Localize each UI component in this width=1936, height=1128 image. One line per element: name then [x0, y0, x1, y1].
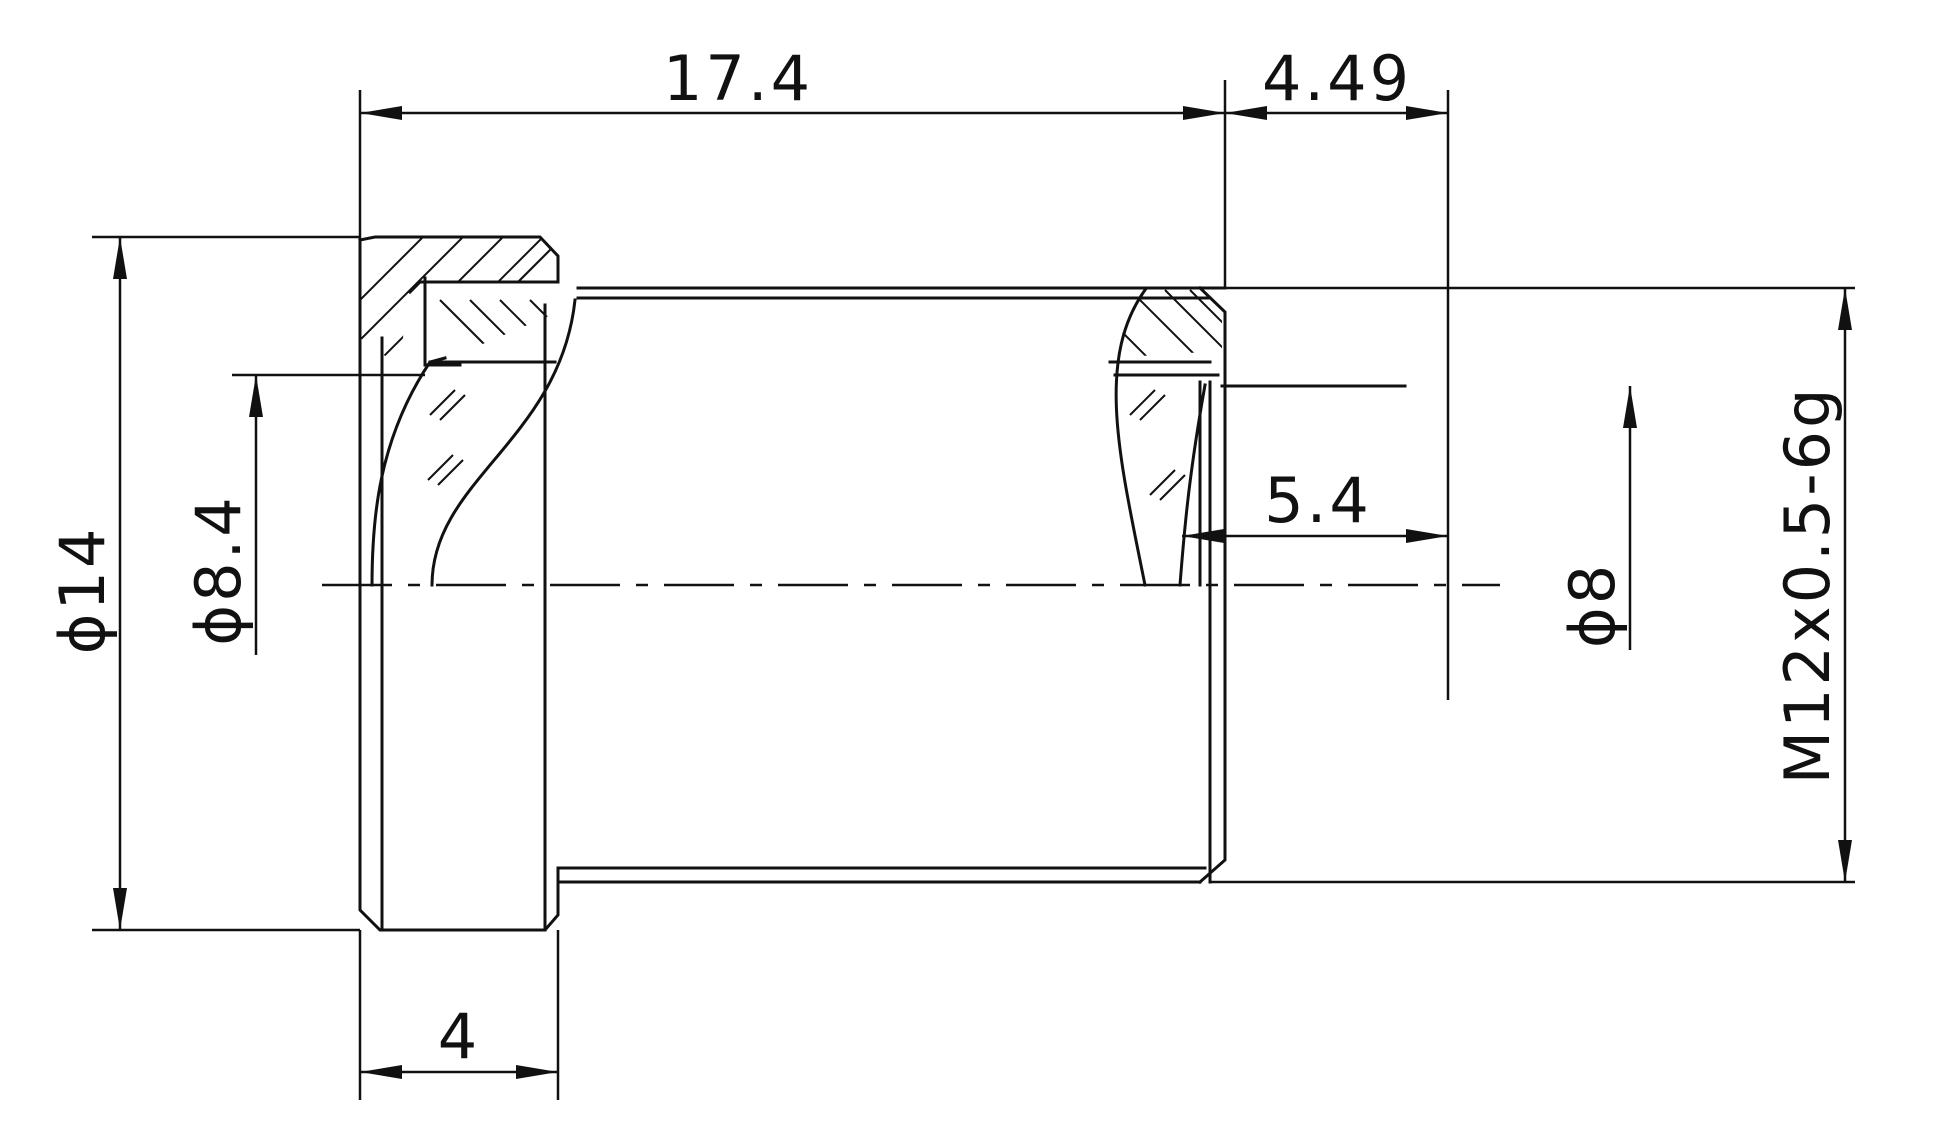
extension-lines: [92, 80, 1855, 1100]
dim-label-inner-diameter-rear: ϕ8: [1556, 562, 1629, 648]
dimension-inner-diameter-rear: ϕ8: [1556, 386, 1637, 650]
dimension-flange-width: 4: [360, 1000, 558, 1079]
dim-label-overall-length: 17.4: [663, 42, 813, 115]
dim-label-lens-offset: 5.4: [1264, 464, 1372, 537]
dim-label-inner-diameter-front: ϕ8.4: [182, 494, 255, 646]
dimension-inner-diameter-front: ϕ8.4: [182, 375, 263, 655]
part-outline: [358, 235, 1407, 932]
dim-label-outer-diameter: ϕ14: [46, 526, 119, 655]
dimension-thread-spec: M12x0.5-6g: [1771, 288, 1852, 882]
dimension-lens-offset: 5.4: [1182, 464, 1448, 543]
dimension-overall-length: 17.4: [360, 42, 1225, 120]
dim-label-thread-spec: M12x0.5-6g: [1771, 386, 1844, 785]
glass-marks: [427, 389, 1186, 501]
section-hatching: [360, 237, 1222, 361]
dimension-thread-length: 4.49: [1225, 42, 1448, 120]
dim-label-flange-width: 4: [438, 1000, 480, 1073]
dim-label-thread-length: 4.49: [1262, 42, 1412, 115]
dimension-outer-diameter: ϕ14: [46, 237, 127, 930]
